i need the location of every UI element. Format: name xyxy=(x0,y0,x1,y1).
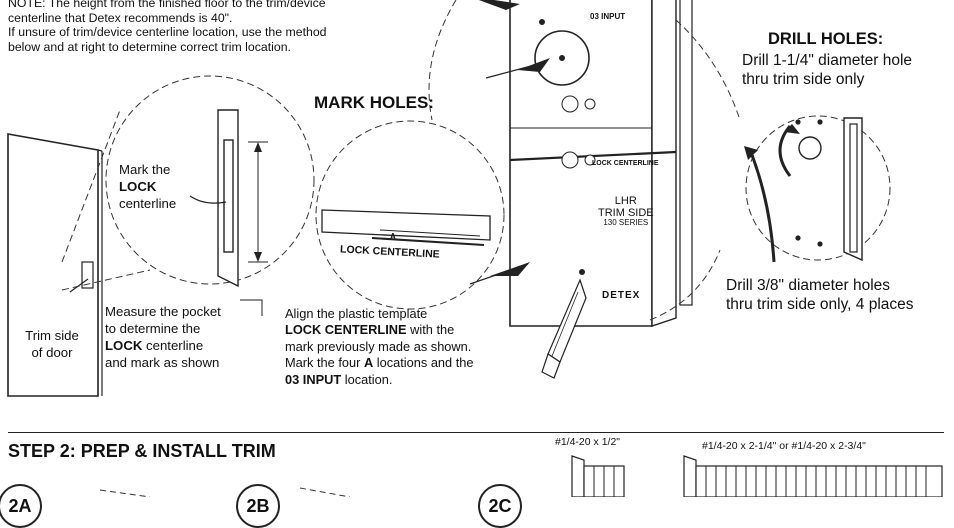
drill-arrow-large xyxy=(778,125,792,177)
drill-small-instruction: Drill 3/8" diameter holes thru trim side… xyxy=(726,277,914,314)
drill-arrow-small xyxy=(748,149,776,263)
template-input-label: 03 INPUT xyxy=(590,12,626,21)
long-screw-icon xyxy=(683,455,943,497)
instruction-illustration xyxy=(7,0,943,497)
section-divider xyxy=(8,432,944,433)
step-2b-badge: 2B xyxy=(236,484,280,528)
magnify-circle-drill xyxy=(745,115,891,261)
long-screw-label: #1/4-20 x 2-1/4" or #1/4-20 x 2-3/4" xyxy=(702,440,866,452)
lock-pocket-detail xyxy=(223,139,234,253)
step2-heading: STEP 2: PREP & INSTALL TRIM xyxy=(8,441,276,461)
magnify-circle-template xyxy=(315,120,505,310)
short-screw-label: #1/4-20 x 1/2" xyxy=(555,436,621,448)
door-lock-pocket xyxy=(81,261,94,289)
short-screw-icon xyxy=(571,455,625,497)
magnify-circle-lock xyxy=(105,75,315,285)
drill-large-hole xyxy=(798,136,822,160)
template-lock-centerline-small: LOCK CENTERLINE xyxy=(592,160,659,167)
note-text: NOTE: The height from the finished floor… xyxy=(8,0,327,54)
template-model-block: LHR TRIM SIDE 130 SERIES xyxy=(598,195,654,228)
pencil-icon xyxy=(541,278,587,379)
step-2a-badge: 2A xyxy=(0,484,42,528)
drill-large-instruction: Drill 1-1/4" diameter hole thru trim sid… xyxy=(742,52,913,89)
door-label: Trim side of door xyxy=(25,328,79,360)
align-template-text: Align the plastic template LOCK CENTERLI… xyxy=(285,306,474,387)
measure-pocket-text: Measure the pocket to determine the LOCK… xyxy=(105,304,221,370)
mark-holes-heading: MARK HOLES: xyxy=(314,93,434,112)
a-mark-label: A xyxy=(390,232,396,241)
step-2c-badge: 2C xyxy=(478,484,522,528)
door-panel xyxy=(7,133,99,397)
mark-lock-text: Mark the LOCK centerline xyxy=(119,162,177,211)
detex-logo: DETEX xyxy=(602,290,641,301)
drill-holes-heading: DRILL HOLES: xyxy=(768,30,884,48)
door-edge xyxy=(97,149,103,152)
